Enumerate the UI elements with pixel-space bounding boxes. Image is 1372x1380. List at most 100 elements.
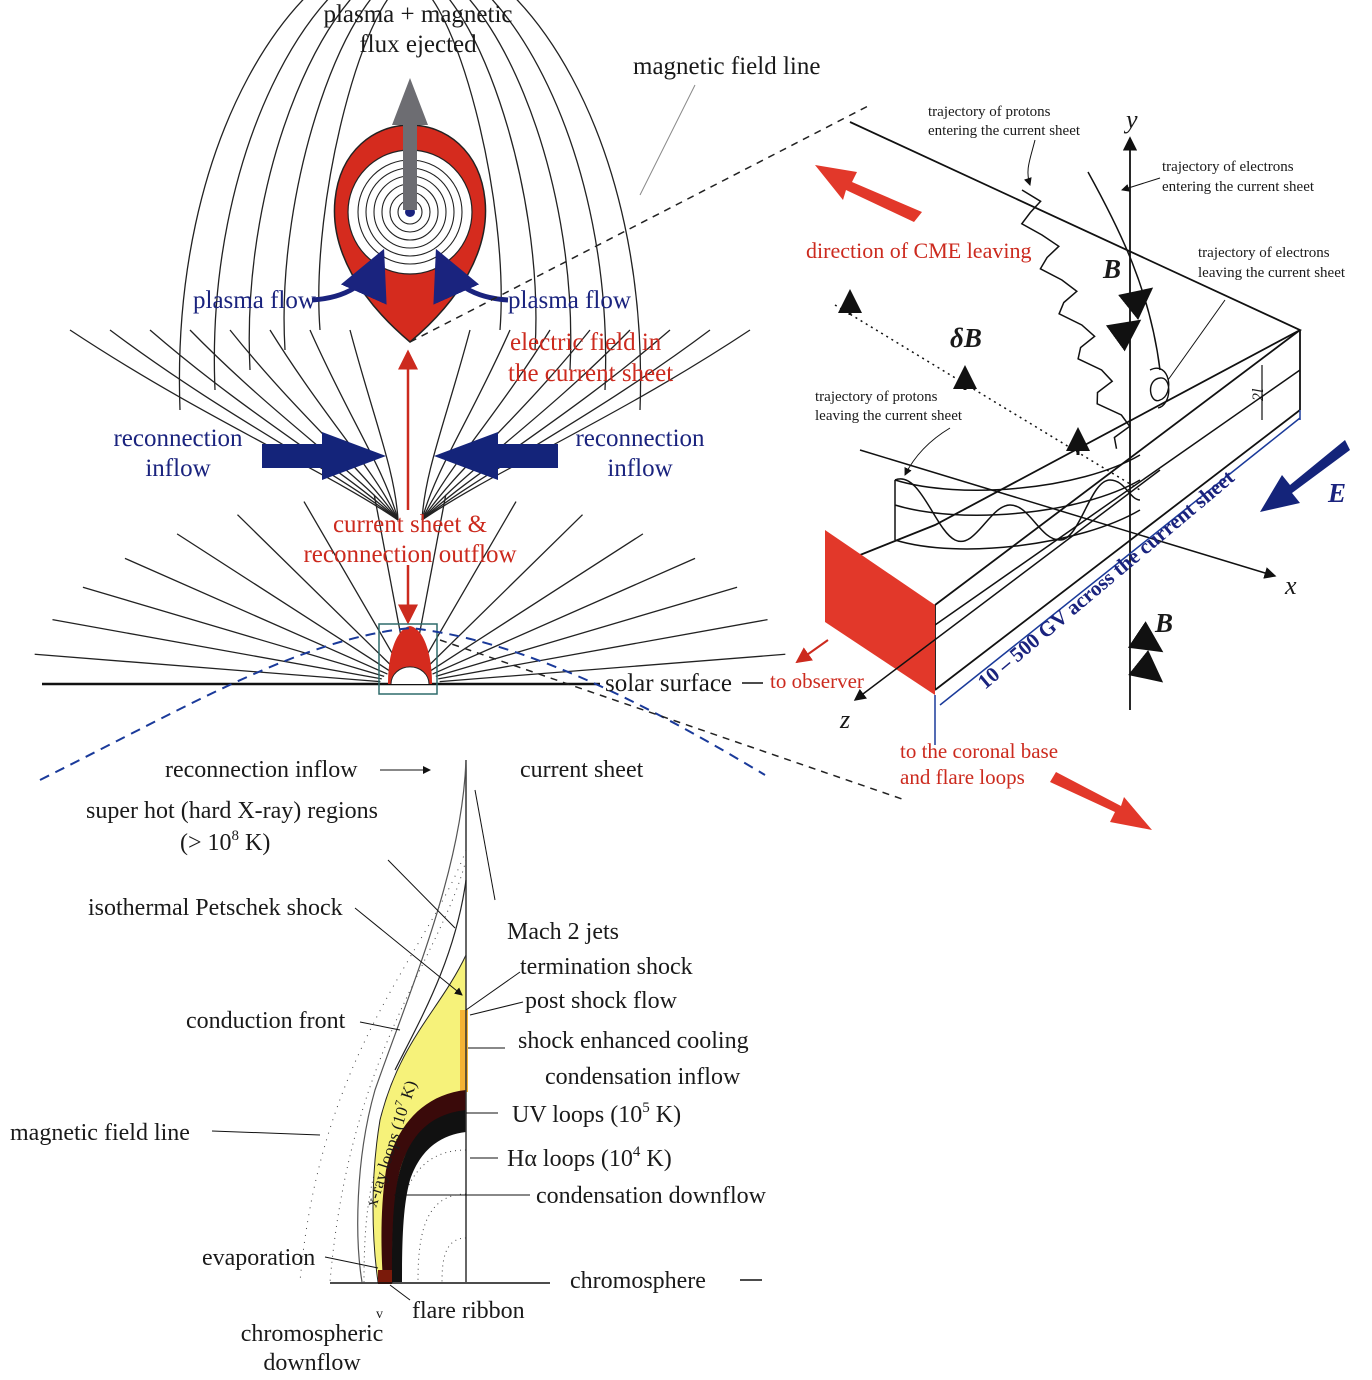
inflow-line — [421, 329, 471, 521]
condensation-downflow-label: condensation downflow — [536, 1183, 767, 1209]
inflow-line — [421, 329, 631, 521]
delta-b-label: δB — [950, 323, 982, 353]
z-axis-line — [853, 469, 1161, 701]
post-shock-label: post shock flow — [525, 988, 678, 1014]
electron-leaving-pointer — [1167, 299, 1226, 381]
inflow-line — [421, 329, 551, 521]
inflow-line — [229, 329, 399, 521]
radial-field-line — [438, 619, 768, 680]
efield-label-2: the current sheet — [508, 360, 673, 387]
radial-field-line — [432, 557, 696, 675]
x-axis-line — [859, 449, 1277, 579]
bottom-pointers — [211, 766, 530, 1301]
proton-entering-pointer — [1023, 139, 1036, 186]
plasma-flow-arrow-left — [311, 248, 387, 305]
inflow-line — [421, 329, 711, 521]
efield-label-1: electric field in — [510, 329, 662, 356]
field-line-label: magnetic field line — [10, 1120, 190, 1146]
outer-field-line — [357, 759, 467, 1283]
evaporation-label: evaporation — [202, 1245, 315, 1271]
y-axis-label: y — [1123, 105, 1138, 134]
red-front-face — [825, 530, 935, 695]
radial-field-line — [417, 501, 517, 670]
current-sheet-label-2: reconnection outflow — [303, 541, 516, 568]
inflow-arrow-left — [262, 432, 386, 480]
e-field-arrow — [1260, 440, 1350, 512]
cme-arrow — [815, 165, 922, 222]
field-arc — [283, 0, 537, 351]
base-loops — [388, 626, 432, 685]
magnetic-field-pointer — [639, 84, 696, 196]
inflow-right-label-2: inflow — [607, 455, 672, 482]
conduction-label: conduction front — [186, 1008, 346, 1034]
ha-loop — [392, 1110, 466, 1282]
field-arc — [178, 0, 642, 411]
inflow-left-label-2: inflow — [145, 455, 210, 482]
b-top-label: B — [1102, 254, 1121, 284]
plasma-flow-right-label: plasma flow — [508, 287, 631, 314]
ha-text: Hα loops (10 — [507, 1146, 633, 1172]
thickness-label: 2l — [1250, 388, 1267, 401]
radial-field-line — [428, 533, 644, 673]
protons-leaving-label-2: leaving the current sheet — [815, 408, 963, 424]
ejected-label-1: plasma + magnetic — [323, 1, 512, 28]
proton-leaving-pointer — [904, 427, 951, 476]
flare-ribbon-block — [378, 1270, 392, 1284]
inflow-arrow-right — [434, 432, 558, 480]
coronal-arrow — [1050, 772, 1152, 830]
ha-exp: 4 — [633, 1144, 641, 1160]
current-sheet-label-1: current sheet & — [333, 511, 487, 538]
inflow-right-label-1: reconnection — [575, 425, 705, 452]
xray-exp: 7 — [393, 1099, 406, 1108]
field-arc — [248, 0, 572, 371]
zoom-dashed-arc — [39, 626, 766, 781]
coronal-label-2: and flare loops — [900, 765, 1025, 789]
radial-field-line — [124, 557, 388, 675]
protons-leaving-label-1: trajectory of protons — [815, 389, 938, 405]
radial-field-line — [303, 501, 403, 670]
electrons-entering-label-2: entering the current sheet — [1162, 179, 1315, 195]
field-arc — [318, 0, 502, 331]
uv-exp: 5 — [642, 1100, 650, 1116]
superhot-exp: 8 — [232, 828, 240, 844]
inflow-line — [421, 329, 511, 521]
protons-entering-label-1: trajectory of protons — [928, 104, 1051, 120]
uv-end: K) — [650, 1102, 681, 1128]
b-bottom-label: B — [1154, 608, 1173, 638]
electrons-leaving-label-1: trajectory of electrons — [1198, 245, 1330, 261]
proton-leaving-ribbon — [894, 454, 1141, 550]
cme-label: direction of CME leaving — [806, 238, 1031, 263]
uv-text: UV loops (10 — [512, 1102, 642, 1128]
flare-ribbon-label: flare ribbon — [412, 1298, 525, 1324]
coronal-label-1: to the coronal base — [900, 739, 1058, 763]
plasma-flow-arrow-right — [433, 248, 509, 305]
ha-loops-label: Hα loops (104 K) — [507, 1144, 672, 1172]
solar-surface-label: solar surface — [605, 670, 732, 697]
x-axis-label: x — [1284, 571, 1297, 600]
condensation-inflow-label: condensation inflow — [545, 1064, 741, 1090]
uv-loops-label: UV loops (105 K) — [512, 1100, 681, 1128]
mach-label: Mach 2 jets — [507, 919, 619, 945]
petschek-line — [394, 879, 467, 1071]
electron-trajectory — [1087, 171, 1161, 371]
radial-field-line — [435, 586, 738, 677]
proton-entering-trajectory — [1020, 189, 1131, 449]
ha-end: K) — [640, 1146, 671, 1172]
ejection-arrow — [392, 78, 428, 210]
chromo-downflow-arrow: v — [376, 1307, 383, 1322]
voltage-line — [939, 417, 1301, 706]
superhot-label-2: (> 108 K) — [180, 828, 270, 856]
radial-field-line — [52, 619, 382, 680]
zoom-box — [378, 623, 438, 695]
inflow-line — [421, 329, 751, 521]
chromo-downflow-label-2: downflow — [263, 1350, 361, 1376]
protons-entering-label-2: entering the current sheet — [928, 123, 1081, 139]
cooling-label: shock enhanced cooling — [518, 1028, 749, 1054]
voltage-label: 10 – 500 GV across the current sheet — [973, 465, 1239, 694]
superhot-l2: (> 10 — [180, 830, 232, 856]
inflow-line — [309, 329, 399, 521]
chromo-downflow-label-1: chromospheric — [241, 1321, 384, 1347]
uv-loop — [381, 1090, 466, 1282]
inflow-line — [421, 329, 591, 521]
